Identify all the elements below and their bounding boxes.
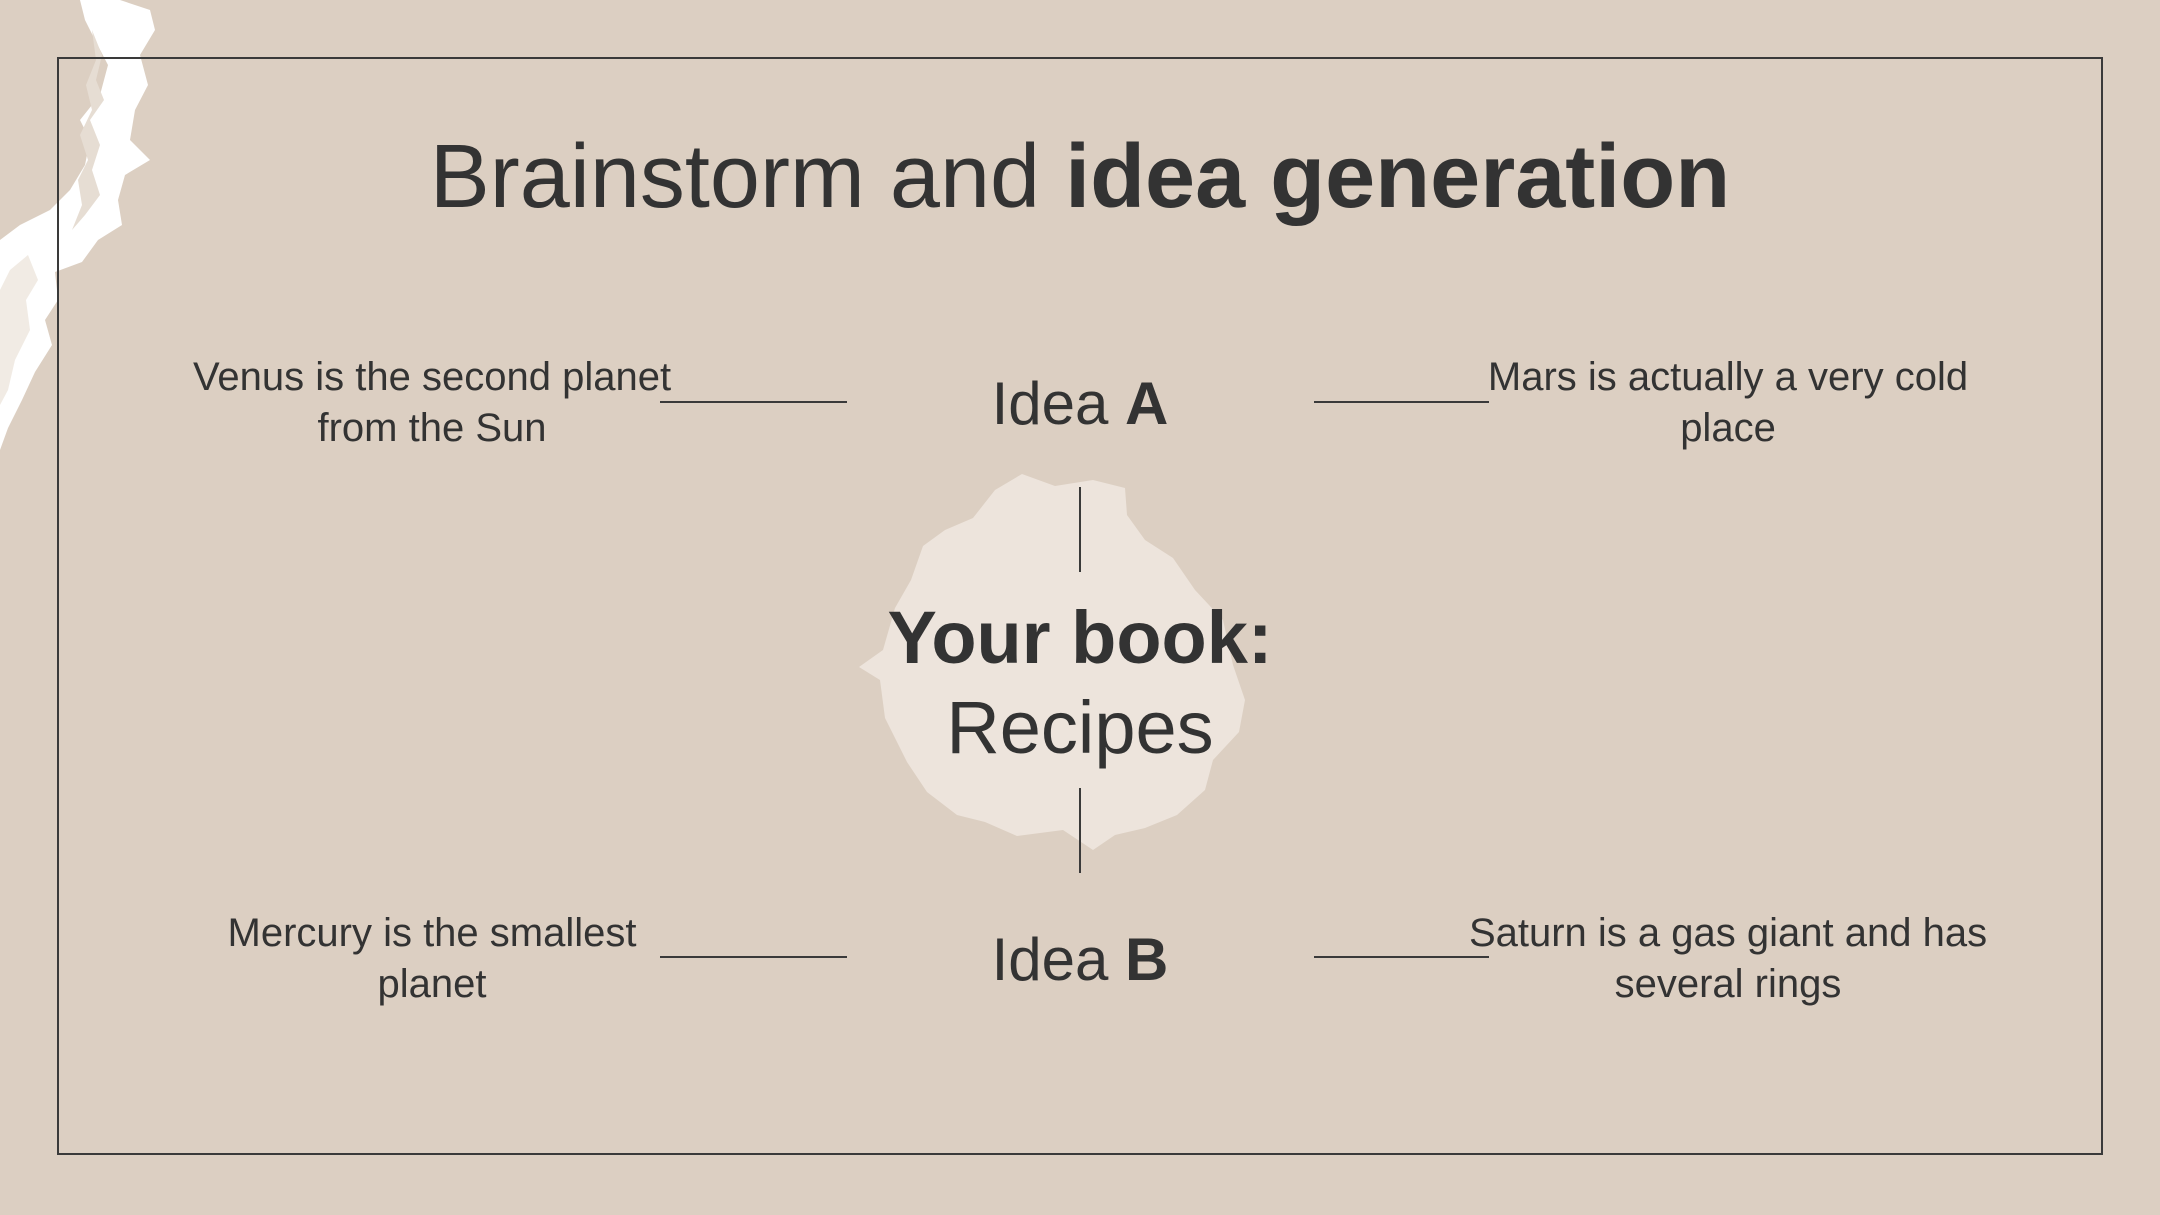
idea-b-label: Idea B xyxy=(830,924,1330,996)
center-label: Your book: xyxy=(887,596,1273,679)
idea-b-letter: B xyxy=(1125,926,1169,993)
torn-paper-decoration xyxy=(0,0,155,450)
connector-line-top-left xyxy=(660,401,847,403)
title-bold: idea generation xyxy=(1065,127,1731,227)
note-bottom-left: Mercury is the smallest planet xyxy=(227,911,637,1006)
note-top-left: Venus is the second planet from the Sun xyxy=(192,355,672,450)
slide-title: Brainstorm and idea generation xyxy=(0,122,2160,232)
idea-b-prefix: Idea xyxy=(991,926,1126,993)
slide-frame xyxy=(57,57,2103,1155)
connector-line-top-right xyxy=(1314,401,1489,403)
idea-a-label: Idea A xyxy=(830,368,1330,440)
connector-line-bottom-right xyxy=(1314,956,1489,958)
idea-a-letter: A xyxy=(1125,370,1169,437)
note-bottom-right: Saturn is a gas giant and has several ri… xyxy=(1468,911,1988,1006)
center-paper-blob xyxy=(859,474,1245,850)
connector-line-top xyxy=(1079,487,1081,572)
connector-line-bottom-left xyxy=(660,956,847,958)
connector-line-bottom xyxy=(1079,788,1081,873)
title-regular: Brainstorm and xyxy=(429,127,1066,227)
note-top-right: Mars is actually a very cold place xyxy=(1487,355,1969,450)
idea-a-prefix: Idea xyxy=(991,370,1126,437)
center-topic: Recipes xyxy=(946,686,1214,769)
